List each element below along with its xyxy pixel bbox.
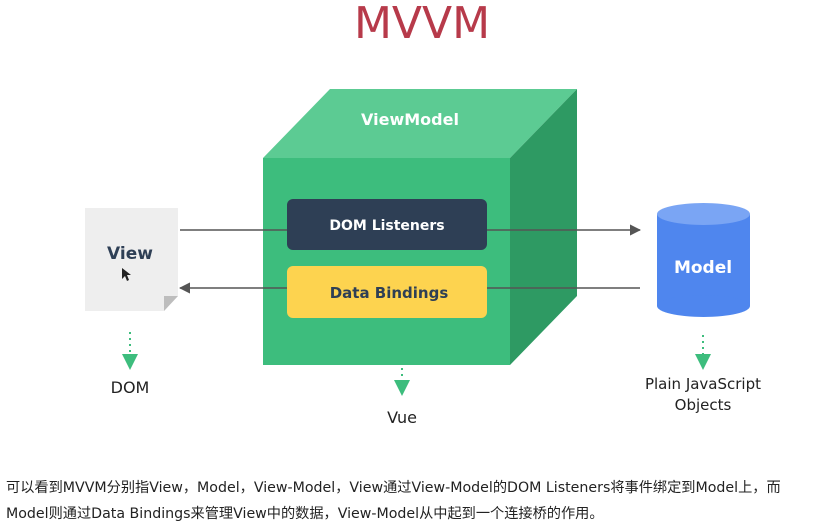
cube-front-face: [263, 158, 510, 365]
view-document: View: [85, 208, 178, 311]
model-caption-line1: Plain JavaScript: [645, 375, 761, 393]
cursor-icon: [122, 268, 131, 281]
view-label: View: [107, 244, 153, 264]
data-bindings-label: Data Bindings: [330, 284, 449, 302]
mvvm-diagram: MVVM ViewModel DOM Listeners Data Bindin…: [85, 0, 761, 427]
dom-caption: DOM: [111, 378, 150, 397]
description-text: 可以看到MVVM分别指View，Model，View-Model，View通过V…: [6, 475, 828, 527]
description-line2: Model则通过Data Bindings来管理View中的数据，View-Mo…: [6, 506, 604, 522]
model-caption-line2: Objects: [675, 396, 732, 414]
cube-side-face: [510, 89, 577, 365]
dom-listeners-box: DOM Listeners: [287, 199, 487, 250]
vue-caption: Vue: [387, 408, 417, 427]
model-label: Model: [674, 258, 732, 278]
model-cylinder: Model: [657, 203, 750, 317]
data-bindings-box: Data Bindings: [287, 266, 487, 318]
dom-listeners-label: DOM Listeners: [329, 218, 444, 234]
viewmodel-label: ViewModel: [361, 110, 459, 129]
description-line1: 可以看到MVVM分别指View，Model，View-Model，View通过V…: [6, 480, 781, 496]
view-page-fold: [164, 296, 178, 311]
viewmodel-cube: ViewModel: [263, 89, 577, 365]
cube-top-face: [263, 89, 577, 158]
diagram-title: MVVM: [354, 0, 490, 49]
view-page: [85, 208, 178, 311]
cylinder-top: [657, 203, 750, 225]
